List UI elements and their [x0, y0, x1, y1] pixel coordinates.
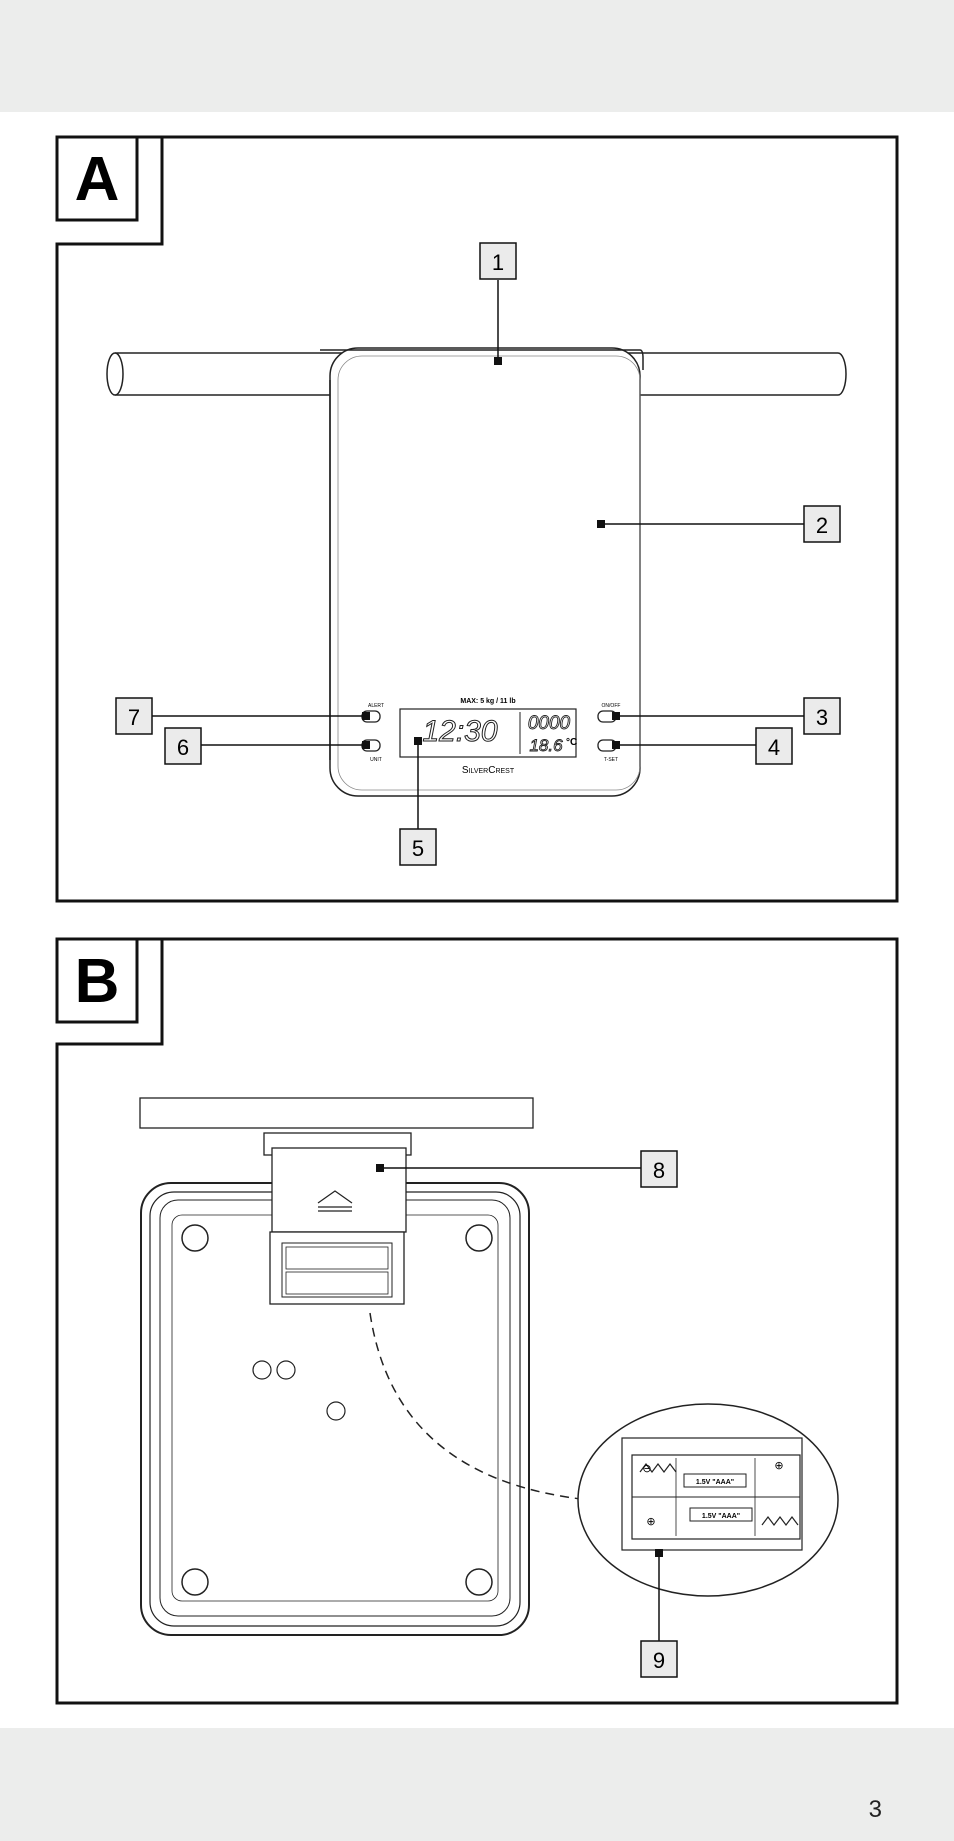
figure-a-label-box	[55, 135, 139, 222]
figure-b-frame	[55, 937, 899, 1705]
callout-8	[640, 1150, 678, 1188]
callout-7-number: 7	[128, 705, 140, 730]
callout-2-number: 2	[816, 513, 828, 538]
display-temperature: 18.6	[529, 736, 563, 755]
scale-body	[320, 347, 644, 797]
unit-button-label: UNIT	[370, 757, 382, 763]
display-temperature-unit: °C	[566, 737, 577, 748]
battery-label-bottom: 1.5V "AAA"	[702, 1513, 740, 1520]
alarm-button-label: ALERT	[368, 703, 384, 709]
callout-6-number: 6	[177, 735, 189, 760]
spring-bottom	[761, 1516, 799, 1526]
display-time: 12:30	[422, 715, 497, 748]
callout-9	[640, 1640, 678, 1678]
bottom-margin-band	[0, 1728, 954, 1841]
callout-5	[399, 828, 437, 866]
figure-a-callouts: 1 2 3 4 5 6 7	[115, 242, 841, 866]
scale-underside	[139, 1097, 534, 1636]
figure-b-label-box	[55, 937, 139, 1024]
scale-display: MAX: 5 kg / 11 lb 12:30 0000 18.6 °C Sil…	[399, 698, 577, 776]
callout-9-number: 9	[653, 1648, 665, 1673]
callout-5-number: 5	[412, 836, 424, 861]
battery-label-top: 1.5V "AAA"	[696, 1479, 734, 1486]
tare-button-label: T-SET	[604, 757, 618, 763]
figure-a-label: A	[75, 145, 120, 214]
page-number: 3	[868, 1796, 882, 1823]
callout-8-number: 8	[653, 1158, 665, 1183]
display-weight: 0000	[528, 713, 571, 734]
callout-4	[755, 727, 793, 765]
callout-1-number: 1	[492, 250, 504, 275]
callout-4-number: 4	[768, 735, 780, 760]
callout-1	[479, 242, 517, 280]
on-off-button-label: ON/OFF	[602, 703, 621, 709]
figure-b: B	[55, 937, 899, 1705]
callout-3	[803, 697, 841, 735]
callout-3-number: 3	[816, 705, 828, 730]
callout-6	[164, 727, 202, 765]
figure-b-label: B	[75, 947, 120, 1016]
figure-a: A MAX: 5 kg / 11 lb 12:30 0000 18.6 °C S…	[55, 135, 899, 903]
figure-b-callouts: 8 9	[376, 1150, 678, 1678]
minus-icon: ⊖	[642, 1463, 651, 1475]
callout-2	[803, 505, 841, 543]
scale-max-label: MAX: 5 kg / 11 lb	[460, 698, 515, 705]
plus-icon-top: ⊕	[774, 1460, 783, 1472]
callout-7	[115, 697, 153, 735]
brand-logo: SilverCrest	[462, 765, 515, 776]
zoom-leader-line	[369, 1312, 591, 1501]
plus-icon-bottom: ⊕	[646, 1516, 655, 1528]
figure-a-frame	[55, 135, 899, 903]
battery-zoom-view: ⊖ ⊕ ⊕ 1.5V "AAA" 1.5V "AAA"	[577, 1403, 839, 1597]
spring-top	[639, 1463, 677, 1473]
top-margin-band	[0, 0, 954, 112]
